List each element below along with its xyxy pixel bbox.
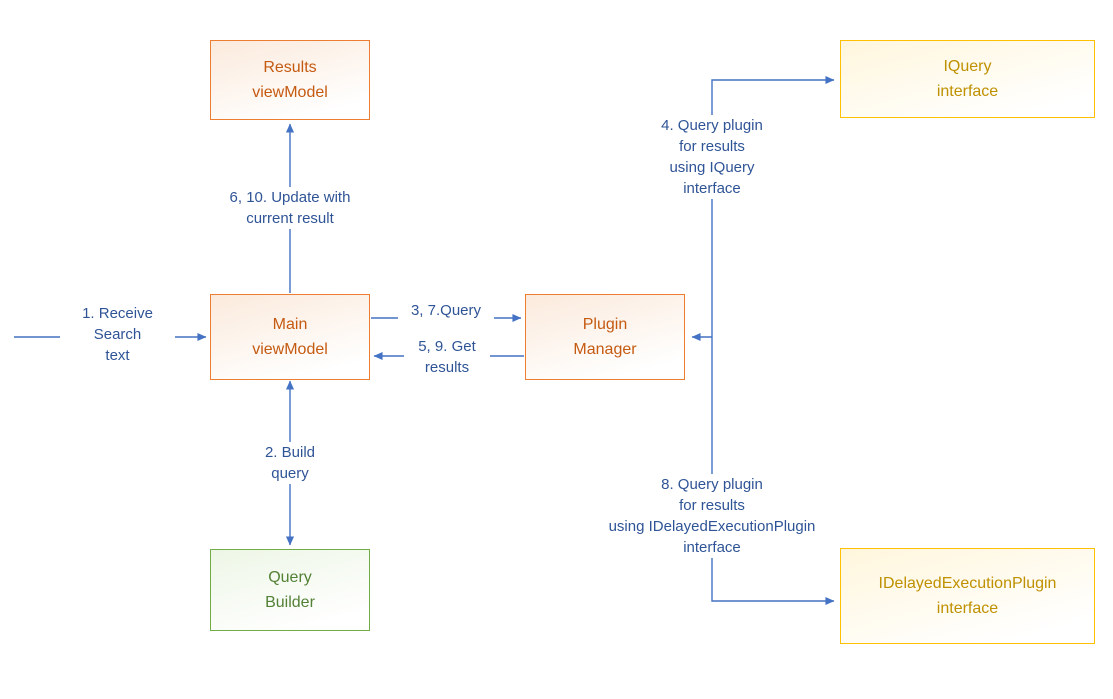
node-query-builder: Query Builder xyxy=(210,549,370,631)
arrow-query-plugin-iquery-interface xyxy=(711,75,835,337)
edge-label-query-plugin-idelayed: 8. Query plugin for results using IDelay… xyxy=(587,474,837,558)
edge-label-receive-search-text: 1. Receive Search text xyxy=(60,303,175,366)
edge-label-get-results: 5, 9. Get results xyxy=(404,336,490,378)
node-plugin-manager: Plugin Manager xyxy=(525,294,685,380)
node-idelayedexecutionplugin-interface: IDelayedExecutionPlugin interface xyxy=(840,548,1095,644)
node-main-viewmodel: Main viewModel xyxy=(210,294,370,380)
edge-label-query: 3, 7.Query xyxy=(398,300,494,321)
node-iquery-interface: IQuery interface xyxy=(840,40,1095,118)
edge-label-build-query: 2. Build query xyxy=(250,442,330,484)
edge-label-update-with-current-result: 6, 10. Update with current result xyxy=(210,187,370,229)
arrow-query-plugin-idelayed-interface xyxy=(711,337,835,606)
edge-label-query-plugin-iquery: 4. Query plugin for results using IQuery… xyxy=(647,115,777,199)
node-results-viewmodel: Results viewModel xyxy=(210,40,370,120)
